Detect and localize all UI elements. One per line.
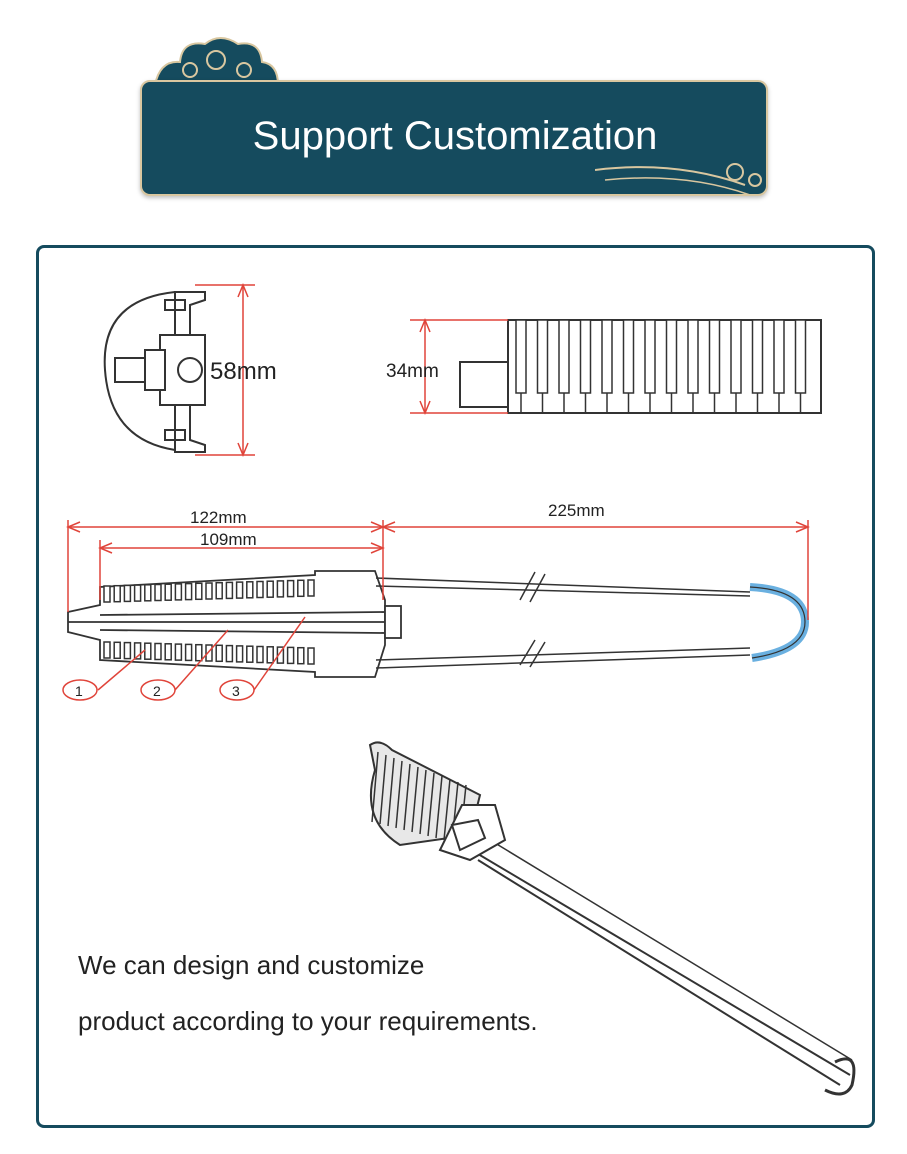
clamp-tooth-bottom xyxy=(235,645,244,663)
clamp-tooth-bottom xyxy=(154,642,162,661)
body-rib xyxy=(379,754,387,825)
clamp-tooth-bottom xyxy=(256,645,264,664)
header-banner: Support Customization xyxy=(140,30,770,205)
clamp-tooth-top xyxy=(133,584,142,602)
clamp-tooth-top xyxy=(205,582,213,600)
clamp-tooth-top xyxy=(286,579,295,598)
callout-1: 1 xyxy=(62,679,98,701)
front-view xyxy=(67,570,810,678)
comb-slot xyxy=(687,319,699,394)
clamp-tooth-bottom xyxy=(246,645,254,663)
caption-line-1: We can design and customize xyxy=(78,950,425,980)
clamp-tooth-bottom xyxy=(113,641,121,660)
clamp-tooth-top xyxy=(123,584,132,603)
clamp-tooth-top xyxy=(225,581,234,600)
clamp-tooth-bottom xyxy=(276,646,285,664)
body-rib xyxy=(443,778,451,841)
body-rib xyxy=(435,775,443,839)
body-rib xyxy=(403,763,411,831)
comb-slot xyxy=(536,319,549,394)
comb-slot xyxy=(644,319,656,394)
clamp-tooth-top xyxy=(307,579,315,597)
comb-slot xyxy=(730,319,742,394)
clamp-tooth-bottom xyxy=(307,647,315,665)
clamp-tooth-top xyxy=(246,581,254,599)
dimension-label-122: 122mm xyxy=(190,508,247,527)
callout-3: 3 xyxy=(219,679,255,701)
clamp-tooth-bottom xyxy=(195,643,203,662)
clamp-tooth-bottom xyxy=(103,641,111,659)
comb-slot xyxy=(794,319,807,394)
cloud-ornament-icon xyxy=(595,163,762,196)
clamp-tooth-bottom xyxy=(184,643,193,662)
clamp-tooth-top xyxy=(297,579,305,598)
end-view xyxy=(103,291,206,453)
banner-title: Support Customization xyxy=(252,114,658,158)
clamp-tooth-top xyxy=(174,583,183,601)
body-rib xyxy=(387,757,395,827)
clamp-tooth-top xyxy=(215,581,223,600)
comb-slot xyxy=(515,319,527,394)
clamp-tooth-bottom xyxy=(174,643,183,661)
callout-2: 2 xyxy=(140,679,176,701)
body-rib xyxy=(395,760,403,829)
clamp-tooth-top xyxy=(154,583,162,602)
dimension-34 xyxy=(410,318,508,415)
comb-slot xyxy=(622,319,635,394)
caption-line-2: product according to your requirements. xyxy=(78,1006,538,1036)
body-rib xyxy=(411,766,419,833)
front-dimensions xyxy=(66,520,810,691)
clamp-tooth-top xyxy=(276,580,285,598)
callout-label-2: 2 xyxy=(153,683,161,699)
clamp-tooth-top xyxy=(235,581,244,599)
clamp-tooth-bottom xyxy=(297,646,305,665)
clamp-tooth-bottom xyxy=(133,642,142,660)
dimension-label-109: 109mm xyxy=(200,530,257,549)
clamp-tooth-bottom xyxy=(123,641,132,660)
clamp-tooth-top xyxy=(113,584,121,603)
clamp-tooth-top xyxy=(266,580,274,598)
comb-slot xyxy=(601,319,613,394)
body-rib xyxy=(371,751,379,823)
clamp-tooth-bottom xyxy=(215,644,223,663)
side-view xyxy=(459,319,822,414)
comb-slot xyxy=(558,319,570,394)
clamp-tooth-top xyxy=(184,582,193,601)
comb-slot xyxy=(708,319,721,394)
clamp-tooth-bottom xyxy=(144,642,152,660)
clamp-tooth-bottom xyxy=(205,644,213,662)
body-rib xyxy=(419,769,427,835)
comb-slot xyxy=(773,319,785,394)
banner-panel xyxy=(140,80,768,196)
callout-label-1: 1 xyxy=(75,683,83,699)
clamp-tooth-top xyxy=(103,585,111,603)
dimension-58 xyxy=(195,283,255,457)
clamp-tooth-top xyxy=(144,584,152,602)
comb-slot xyxy=(751,319,764,394)
perspective-view xyxy=(368,741,856,1096)
clamp-tooth-top xyxy=(256,580,264,599)
clamp-tooth-top xyxy=(164,583,172,601)
comb-slot xyxy=(665,319,678,394)
cloud-ornament-icon xyxy=(153,37,280,86)
dimension-label-58: 58mm xyxy=(210,358,277,385)
clamp-tooth-bottom xyxy=(164,643,172,661)
clamp-tooth-top xyxy=(195,582,203,601)
body-rib xyxy=(427,772,435,837)
clamp-tooth-bottom xyxy=(266,646,274,664)
comb-slot xyxy=(579,319,592,394)
callout-label-3: 3 xyxy=(232,683,240,699)
clamp-tooth-bottom xyxy=(225,644,234,663)
dimension-label-225: 225mm xyxy=(548,501,605,520)
clamp-tooth-bottom xyxy=(286,646,295,665)
dimension-label-34: 34mm xyxy=(386,361,439,382)
